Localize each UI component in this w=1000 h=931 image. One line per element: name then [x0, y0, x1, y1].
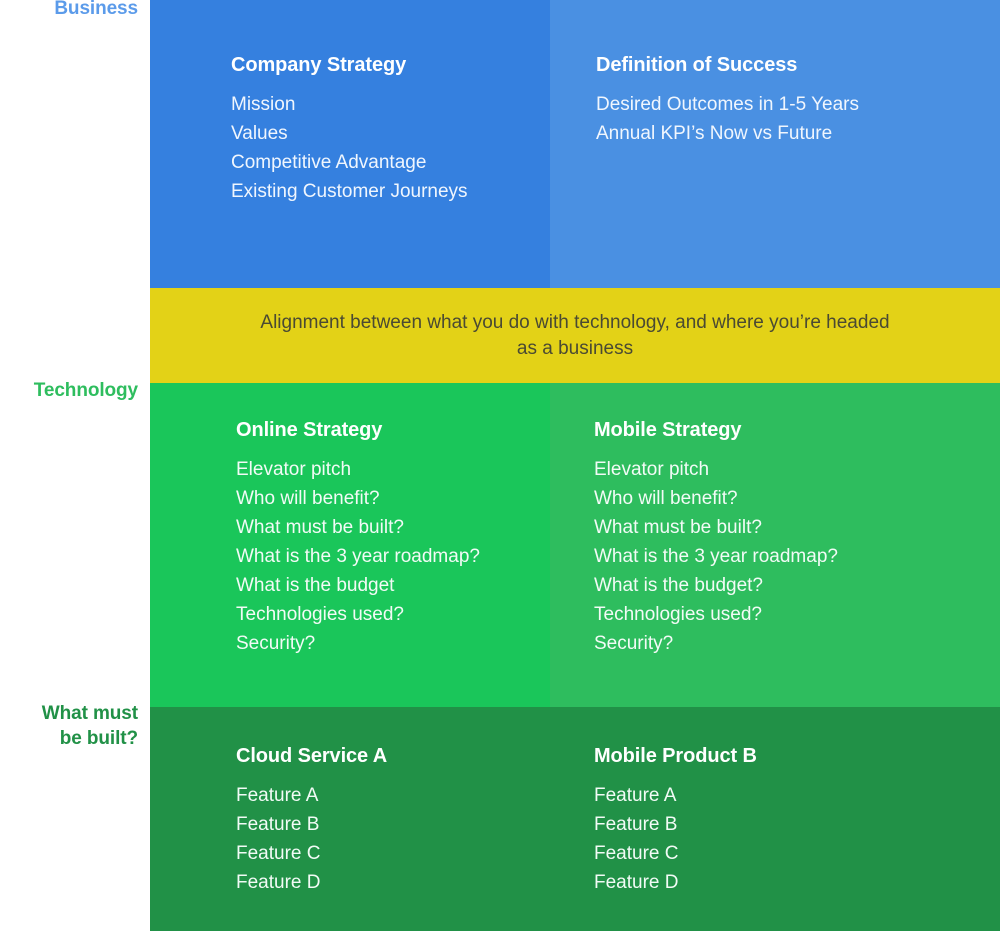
card-online-strategy-list: Elevator pitch Who will benefit? What mu…	[236, 455, 550, 658]
card-mobile-strategy[interactable]: Mobile Strategy Elevator pitch Who will …	[550, 383, 1000, 707]
axis-label-technology: Technology	[33, 380, 138, 401]
list-item: Feature D	[594, 872, 679, 893]
list-item: What must be built?	[236, 517, 404, 538]
list-item: Security?	[236, 633, 316, 654]
list-item: Feature A	[594, 785, 677, 806]
list-item: Who will benefit?	[594, 488, 738, 509]
list-item: Feature B	[594, 814, 678, 835]
list-item: Elevator pitch	[594, 459, 710, 480]
list-item: What is the 3 year roadmap?	[594, 546, 838, 567]
card-definition-of-success-content: Definition of Success Desired Outcomes i…	[550, 52, 1000, 148]
list-item: Annual KPI’s Now vs Future	[596, 123, 833, 144]
card-mobile-strategy-list: Elevator pitch Who will benefit? What mu…	[594, 455, 1000, 658]
list-item: Feature A	[236, 785, 319, 806]
list-item: Mission	[231, 94, 296, 115]
list-item: Elevator pitch	[236, 459, 352, 480]
card-company-strategy[interactable]: Company Strategy Mission Values Competit…	[150, 0, 550, 288]
card-cloud-service-a-title: Cloud Service A	[236, 745, 388, 767]
card-cloud-service-a[interactable]: Cloud Service A Feature A Feature B Feat…	[150, 707, 550, 931]
card-cloud-service-a-content: Cloud Service A Feature A Feature B Feat…	[150, 743, 550, 897]
list-item: Feature B	[236, 814, 320, 835]
list-item: What is the budget	[236, 575, 395, 596]
card-cloud-service-a-list: Feature A Feature B Feature C Feature D	[236, 781, 550, 897]
card-online-strategy[interactable]: Online Strategy Elevator pitch Who will …	[150, 383, 550, 707]
card-online-strategy-title: Online Strategy	[236, 419, 383, 441]
card-mobile-product-b-list: Feature A Feature B Feature C Feature D	[594, 781, 1000, 897]
list-item: Security?	[594, 633, 674, 654]
list-item: Feature C	[594, 843, 679, 864]
card-mobile-strategy-title: Mobile Strategy	[594, 419, 742, 441]
alignment-band-text: Alignment between what you do with techn…	[260, 311, 890, 359]
list-item: Values	[231, 123, 288, 144]
list-item: Existing Customer Journeys	[231, 181, 468, 202]
axis-label-line-2: be built?	[59, 728, 138, 749]
card-company-strategy-title: Company Strategy	[231, 54, 407, 76]
card-mobile-product-b[interactable]: Mobile Product B Feature A Feature B Fea…	[550, 707, 1000, 931]
list-item: Competitive Advantage	[231, 152, 427, 173]
card-definition-of-success[interactable]: Definition of Success Desired Outcomes i…	[550, 0, 1000, 288]
list-item: Who will benefit?	[236, 488, 380, 509]
axis-label-line-1: What must	[41, 703, 138, 724]
axis-label-what-must-be-built: What must be built?	[0, 701, 138, 751]
list-item: Feature C	[236, 843, 321, 864]
list-item: Technologies used?	[594, 604, 762, 625]
card-online-strategy-content: Online Strategy Elevator pitch Who will …	[150, 417, 550, 658]
card-mobile-product-b-title: Mobile Product B	[594, 745, 757, 767]
alignment-band: Alignment between what you do with techn…	[150, 288, 1000, 383]
card-company-strategy-content: Company Strategy Mission Values Competit…	[150, 52, 550, 206]
card-definition-of-success-title: Definition of Success	[596, 54, 798, 76]
axis-label-business: Business	[54, 0, 138, 19]
card-mobile-strategy-content: Mobile Strategy Elevator pitch Who will …	[550, 417, 1000, 658]
list-item: What must be built?	[594, 517, 762, 538]
list-item: Technologies used?	[236, 604, 404, 625]
card-definition-of-success-list: Desired Outcomes in 1-5 Years Annual KPI…	[596, 90, 1000, 148]
list-item: What is the 3 year roadmap?	[236, 546, 480, 567]
card-mobile-product-b-content: Mobile Product B Feature A Feature B Fea…	[550, 743, 1000, 897]
card-company-strategy-list: Mission Values Competitive Advantage Exi…	[231, 90, 550, 206]
list-item: Feature D	[236, 872, 321, 893]
list-item: Desired Outcomes in 1-5 Years	[596, 94, 859, 115]
list-item: What is the budget?	[594, 575, 763, 596]
